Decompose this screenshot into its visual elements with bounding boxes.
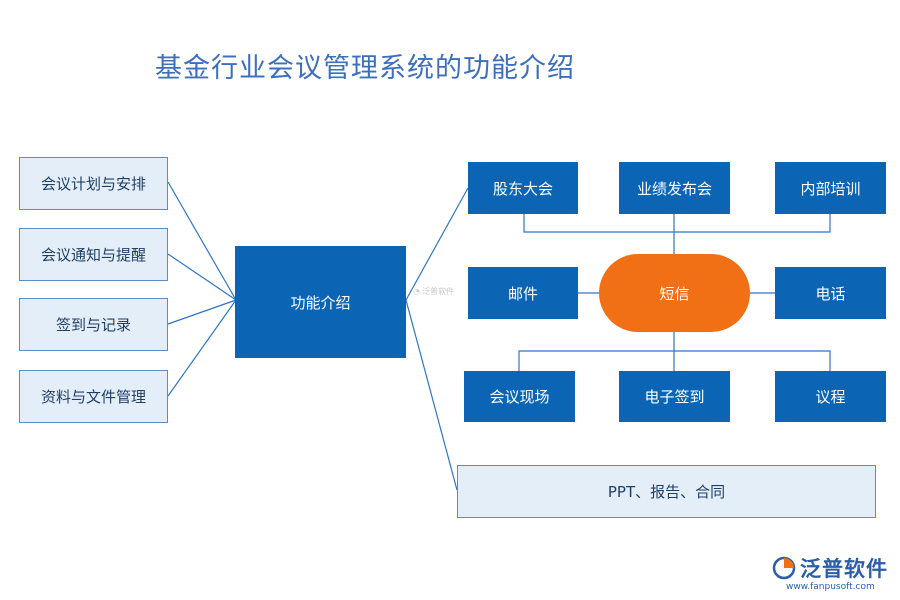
brand-logo: 泛普软件 www.fanpusoft.com bbox=[772, 553, 888, 592]
connector-left-3 bbox=[167, 299, 237, 325]
logo-name: 泛普软件 bbox=[800, 557, 888, 581]
left-item-1: 会议计划与安排 bbox=[19, 157, 168, 210]
node-documents: PPT、报告、合同 bbox=[457, 465, 876, 518]
node-venue: 会议现场 bbox=[464, 371, 575, 422]
left-item-2: 会议通知与提醒 bbox=[19, 228, 168, 281]
center-watermark: ◔ 泛普软件 bbox=[413, 286, 454, 297]
watermark-text: 泛普软件 bbox=[421, 287, 454, 296]
fanpu-logo-icon bbox=[772, 556, 796, 580]
connector-left-4 bbox=[167, 299, 237, 397]
bracket-top bbox=[523, 214, 831, 233]
connector-left-2 bbox=[167, 253, 237, 301]
left-item-3: 签到与记录 bbox=[19, 298, 168, 351]
node-e-signin: 电子签到 bbox=[619, 371, 730, 422]
node-internal-training: 内部培训 bbox=[775, 162, 886, 214]
connector-right-top bbox=[405, 187, 469, 301]
node-phone: 电话 bbox=[775, 267, 886, 319]
node-shareholders-meeting: 股东大会 bbox=[468, 162, 578, 214]
connector-right-docs bbox=[405, 299, 458, 491]
connector-left-1 bbox=[167, 181, 237, 301]
logo-url: www.fanpusoft.com bbox=[786, 582, 875, 592]
node-earnings-release: 业绩发布会 bbox=[619, 162, 730, 214]
watermark-logo-icon: ◔ bbox=[413, 287, 420, 296]
hub-sms: 短信 bbox=[599, 254, 750, 332]
bracket-bottom bbox=[518, 350, 831, 371]
node-agenda: 议程 bbox=[775, 371, 886, 422]
node-email: 邮件 bbox=[468, 267, 578, 319]
center-node: 功能介绍 bbox=[235, 246, 406, 358]
left-item-4: 资料与文件管理 bbox=[19, 370, 168, 423]
diagram-title: 基金行业会议管理系统的功能介绍 bbox=[155, 53, 575, 84]
